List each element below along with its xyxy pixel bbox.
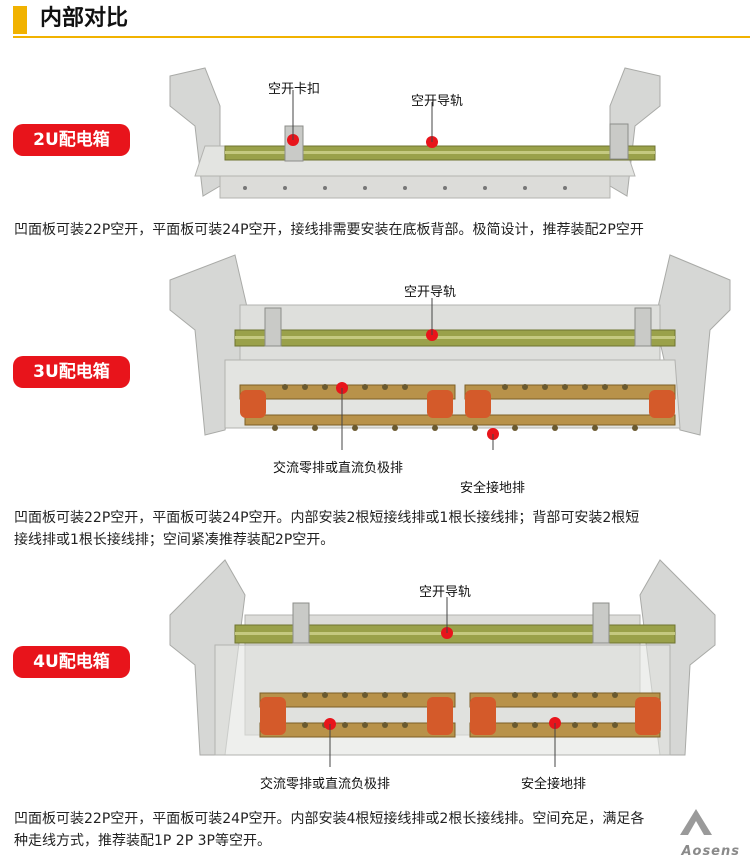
page-title: 内部对比 <box>40 6 129 31</box>
badge-2u: 2U配电箱 <box>13 124 130 156</box>
label-4u-ground: 安全接地排 <box>521 777 587 792</box>
desc-3u-line1: 凹面板可装22P空开，平面板可装24P空开。内部安装2根短接线排或1根长接线排；… <box>14 510 640 526</box>
desc-4u-line1: 凹面板可装22P空开，平面板可装24P空开。内部安装4根短接线排或2根长接线排。… <box>14 811 645 827</box>
label-3u-rail: 空开导轨 <box>404 285 457 300</box>
label-2u-clip: 空开卡扣 <box>268 82 321 97</box>
desc-3u: 凹面板可装22P空开，平面板可装24P空开。内部安装2根短接线排或1根长接线排；… <box>14 507 744 551</box>
desc-4u-line2: 种走线方式，推荐装配1P 2P 3P等空开。 <box>14 833 271 849</box>
badge-4u: 4U配电箱 <box>13 646 130 678</box>
header-underline <box>13 36 750 38</box>
logo-icon <box>680 809 712 835</box>
badge-3u: 3U配电箱 <box>13 356 130 388</box>
label-3u-ground: 安全接地排 <box>460 481 526 496</box>
label-4u-neutral: 交流零排或直流负极排 <box>260 777 391 792</box>
box-3u-image <box>169 254 731 450</box>
desc-3u-line2: 接线排或1根长接线排；空间紧凑推荐装配2P空开。 <box>14 532 335 548</box>
box-4u-image <box>169 559 716 767</box>
watermark-text: Aosens <box>681 844 740 859</box>
label-3u-neutral: 交流零排或直流负极排 <box>273 461 404 476</box>
brand-watermark: Aosens <box>650 807 740 859</box>
desc-2u: 凹面板可装22P空开，平面板可装24P空开，接线排需要安装在底板背部。极简设计，… <box>14 222 644 238</box>
box-2u-image <box>169 67 661 199</box>
header-accent-bar <box>13 6 27 34</box>
section-header: 内部对比 <box>0 0 750 40</box>
label-2u-rail: 空开导轨 <box>411 94 464 109</box>
desc-4u: 凹面板可装22P空开，平面板可装24P空开。内部安装4根短接线排或2根长接线排。… <box>14 808 744 852</box>
label-4u-rail: 空开导轨 <box>419 585 472 600</box>
